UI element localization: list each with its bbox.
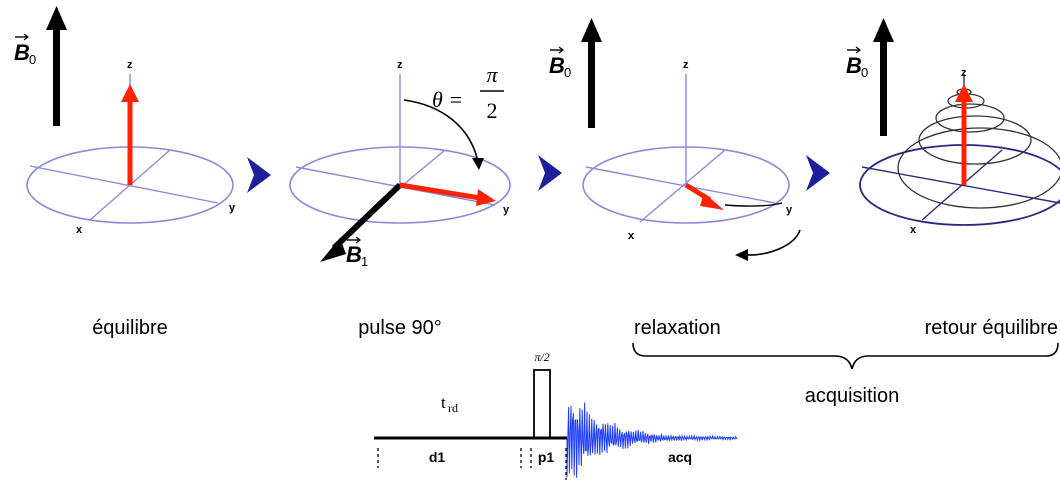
b1-field-arrow bbox=[320, 182, 403, 262]
stage-label-pulse: pulse 90° bbox=[358, 317, 442, 339]
precession-path bbox=[724, 202, 783, 207]
magnetization-vector bbox=[399, 182, 496, 206]
panel-pulse: z y B 1 θ = π 2 pulse 90° bbox=[289, 59, 511, 339]
stage-label-equilibrium: équilibre bbox=[92, 317, 168, 339]
angle-denominator: 2 bbox=[487, 98, 498, 123]
z-axis-label: z bbox=[127, 59, 133, 71]
z-axis-label: z bbox=[961, 67, 967, 79]
z-axis-label: z bbox=[397, 59, 403, 71]
segment-label-d1: d1 bbox=[429, 449, 446, 465]
b0-field-arrow bbox=[873, 18, 894, 136]
x-axis-label: x bbox=[910, 224, 917, 236]
y-axis-label: y bbox=[503, 204, 510, 216]
z-axis-label: z bbox=[683, 59, 689, 71]
segment-label-acq: acq bbox=[668, 449, 692, 465]
x-axis-label: x bbox=[76, 224, 83, 236]
panel-equilibrium: B 0 z x y équilibre bbox=[14, 6, 236, 339]
magnetization-vector bbox=[955, 84, 973, 185]
panel-relaxation: B 0 z x y relaxation bbox=[549, 18, 801, 339]
spiral-trajectory bbox=[897, 88, 1060, 209]
theta-label: θ = bbox=[432, 87, 463, 112]
b1-subscript: 1 bbox=[361, 254, 368, 269]
panel-return: B 0 z x retour équilibre bbox=[846, 18, 1060, 339]
b1-label: B bbox=[346, 242, 362, 267]
fid-signal bbox=[566, 402, 738, 478]
right-chevron-arrow-icon bbox=[806, 155, 830, 191]
magnetization-vector bbox=[684, 182, 724, 210]
x-axis bbox=[639, 149, 726, 223]
angle-numerator: π bbox=[486, 62, 498, 87]
pulse-sequence: π/2 t rd d1 p1 acq bbox=[374, 350, 738, 480]
b0-field-arrow bbox=[46, 6, 67, 126]
rotation-arc bbox=[403, 99, 479, 163]
delay-subscript: rd bbox=[448, 401, 458, 415]
y-axis bbox=[585, 166, 776, 204]
stage-label-return: retour équilibre bbox=[925, 317, 1058, 339]
y-axis bbox=[29, 165, 219, 204]
x-axis-label: x bbox=[628, 230, 635, 242]
y-axis-label: y bbox=[229, 202, 236, 214]
b0-subscript: 0 bbox=[29, 52, 36, 67]
segment-label-p1: p1 bbox=[538, 449, 555, 465]
b0-subscript: 0 bbox=[564, 65, 571, 80]
rotation-arrow-icon bbox=[735, 229, 801, 261]
right-chevron-arrow-icon bbox=[247, 157, 271, 193]
pulse-rect bbox=[533, 369, 551, 439]
b0-label: B bbox=[14, 40, 30, 65]
delay-label: t bbox=[441, 393, 446, 412]
b0-label: B bbox=[846, 53, 862, 78]
right-chevron-arrow-icon bbox=[538, 155, 562, 191]
curly-brace-icon bbox=[632, 342, 1059, 370]
b0-subscript: 0 bbox=[861, 65, 868, 80]
b0-label: B bbox=[549, 53, 565, 78]
acquisition-label: acquisition bbox=[805, 385, 900, 407]
y-axis-label: y bbox=[786, 204, 793, 216]
magnetization-vector bbox=[121, 84, 139, 185]
pulse-label: π/2 bbox=[534, 350, 549, 364]
stage-label-relaxation: relaxation bbox=[634, 317, 721, 339]
b0-field-arrow bbox=[581, 18, 602, 128]
